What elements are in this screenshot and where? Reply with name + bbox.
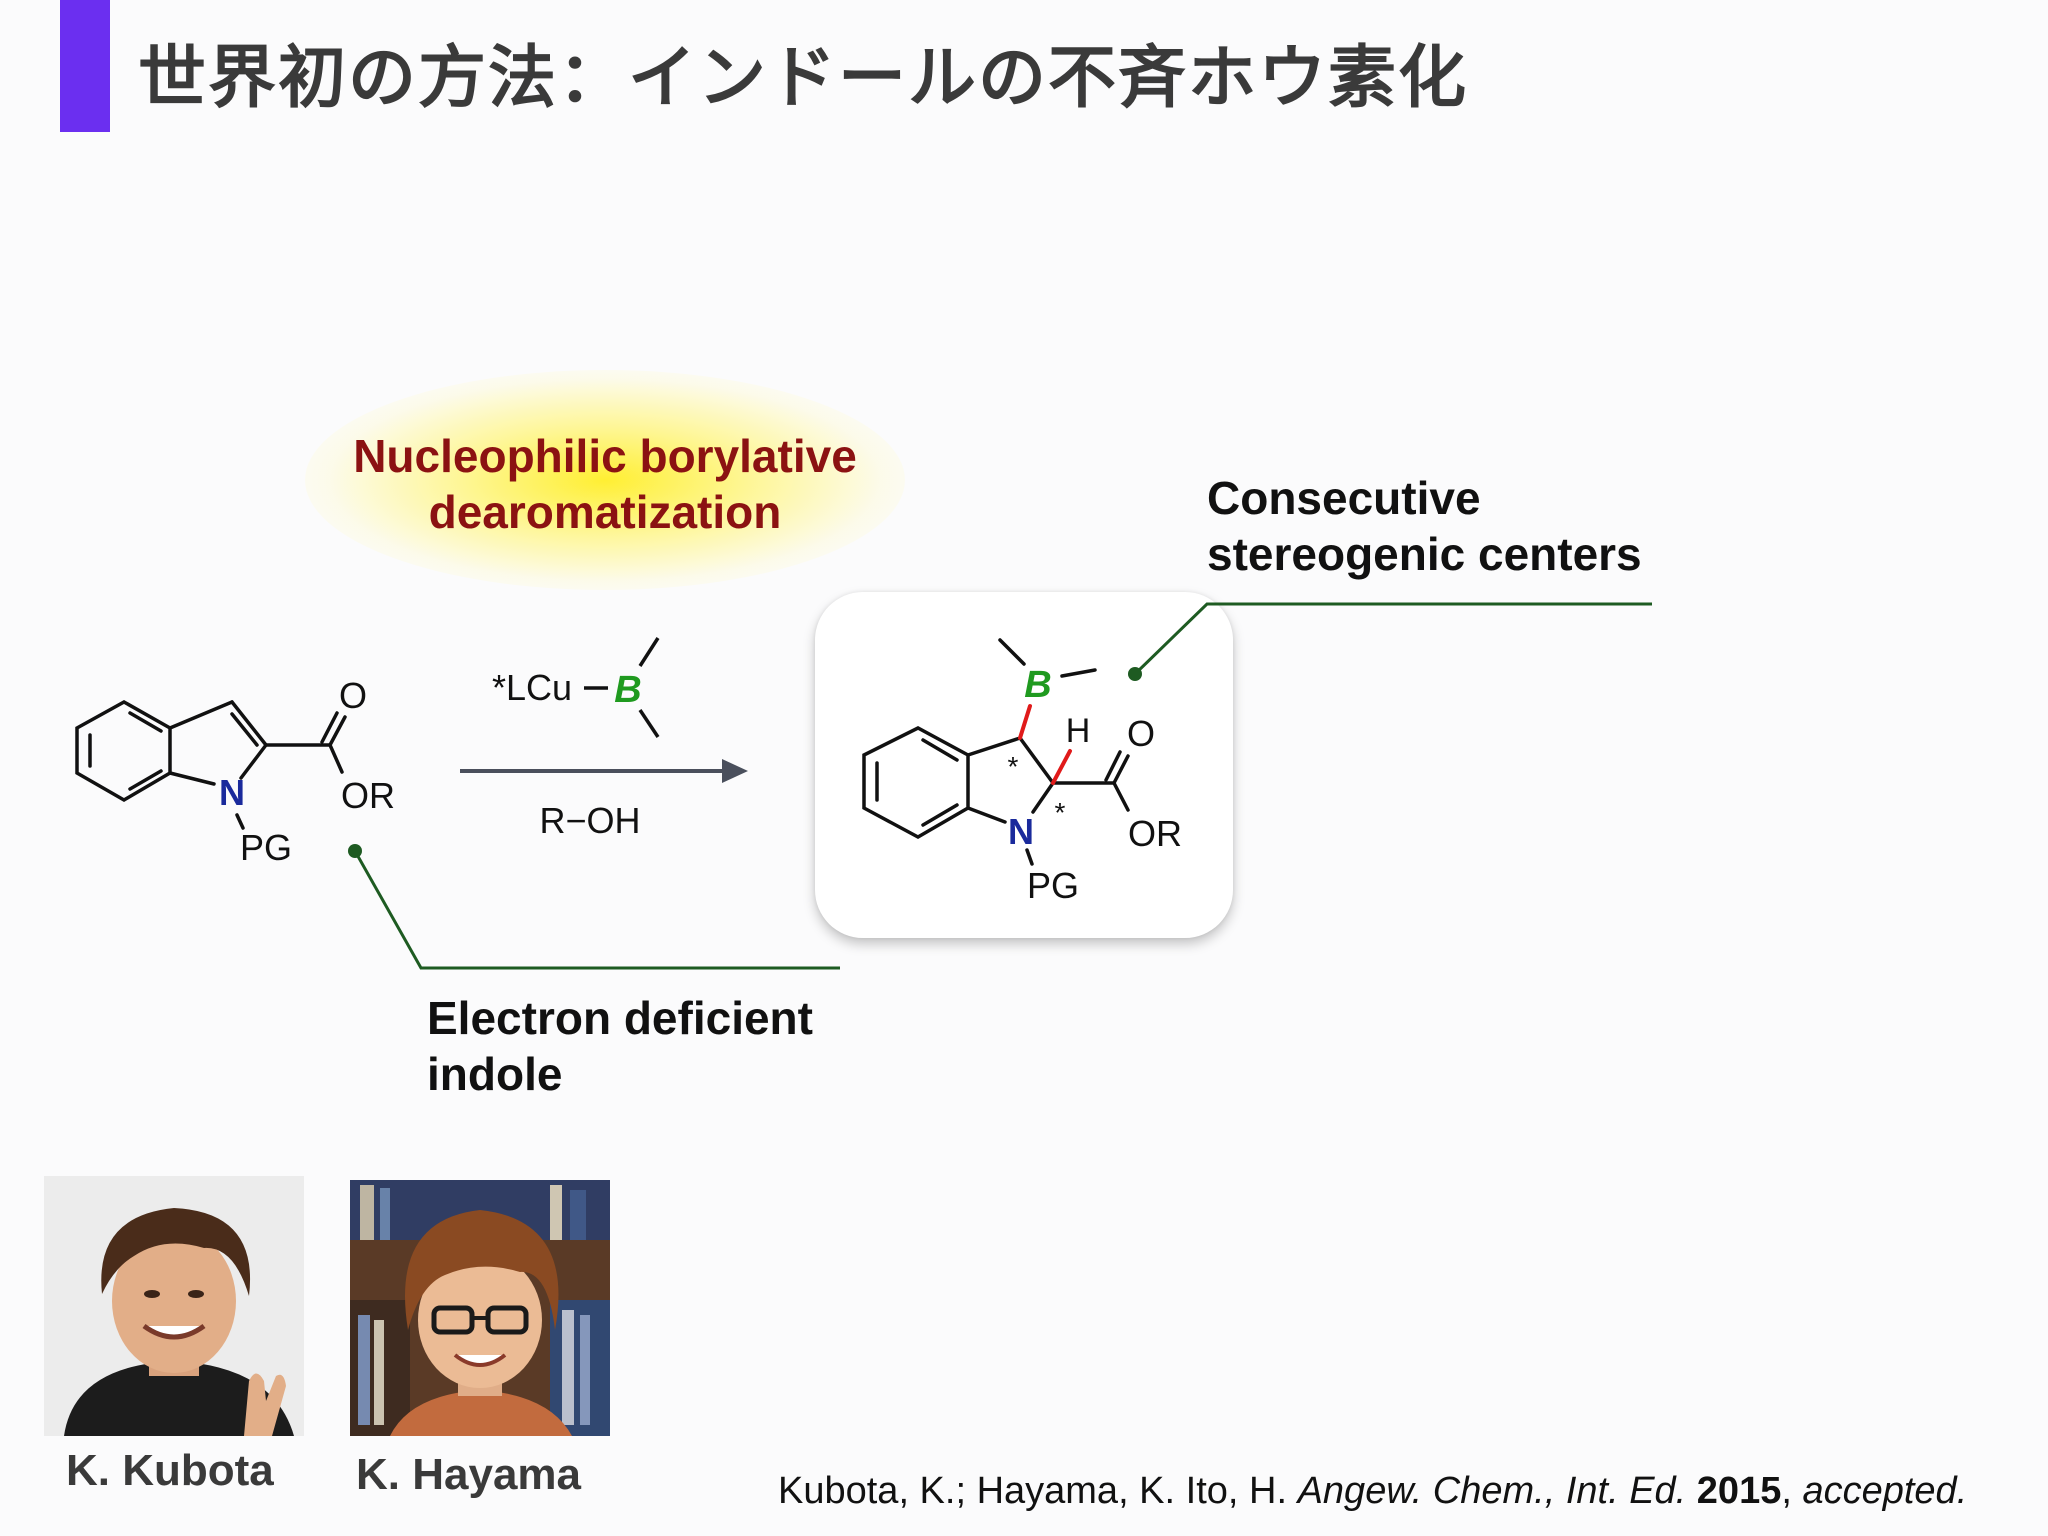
reaction-type-line-1: Nucleophilic borylative: [353, 430, 857, 482]
citation-year: 2015: [1696, 1470, 1782, 1512]
reagent-boron-upper-bond: [638, 637, 660, 667]
substrate-callout: Electron deficient indole: [427, 990, 813, 1102]
reaction-arrow-head: [722, 759, 748, 783]
citation-journal: Angew. Chem., Int. Ed.: [1297, 1470, 1687, 1512]
reagent-boron-label: B: [614, 669, 641, 711]
reaction-type-label: Nucleophilic borylative dearomatization: [300, 428, 910, 540]
citation-authors: Kubota, K.; Hayama, K. Ito, H.: [778, 1470, 1298, 1512]
substrate-callout-line-2: indole: [427, 1048, 563, 1100]
start-carbonyl-oxygen-label: O: [339, 675, 367, 716]
substrate-leader-line: [353, 850, 840, 970]
portrait-photo-kubota: [44, 1176, 304, 1436]
start-material-structure: [75, 699, 347, 830]
proton-source-label: R−OH: [539, 800, 640, 841]
reference-citation: Kubota, K.; Hayama, K. Ito, H. Angew. Ch…: [778, 1470, 1968, 1512]
person-name-kubota: K. Kubota: [66, 1446, 274, 1495]
highlight-glow: [305, 370, 905, 590]
substrate-callout-line-1: Electron deficient: [427, 992, 813, 1044]
portrait-photo-hayama: [350, 1180, 610, 1436]
start-protecting-group-label: PG: [240, 827, 292, 868]
stereocenters-callout-line-1: Consecutive: [1207, 472, 1481, 524]
product-highlight-box: [815, 592, 1233, 938]
substrate-leader-dot: [348, 844, 362, 858]
start-ester-label: OR: [341, 775, 395, 816]
stereocenters-callout-line-2: stereogenic centers: [1207, 528, 1642, 580]
title-accent-bar: [60, 0, 110, 132]
person-name-hayama: K. Hayama: [356, 1450, 582, 1499]
start-nitrogen-label: N: [219, 772, 245, 813]
stereocenters-callout: Consecutive stereogenic centers: [1207, 470, 1642, 582]
reaction-type-line-2: dearomatization: [428, 486, 782, 538]
slide-title: 世界初の方法：インドールの不斉ホウ素化: [138, 39, 1469, 118]
citation-status: accepted.: [1802, 1470, 1968, 1512]
copper-catalyst-label: *LCu: [492, 667, 572, 708]
reagent-boron-lower-bond: [638, 709, 660, 738]
